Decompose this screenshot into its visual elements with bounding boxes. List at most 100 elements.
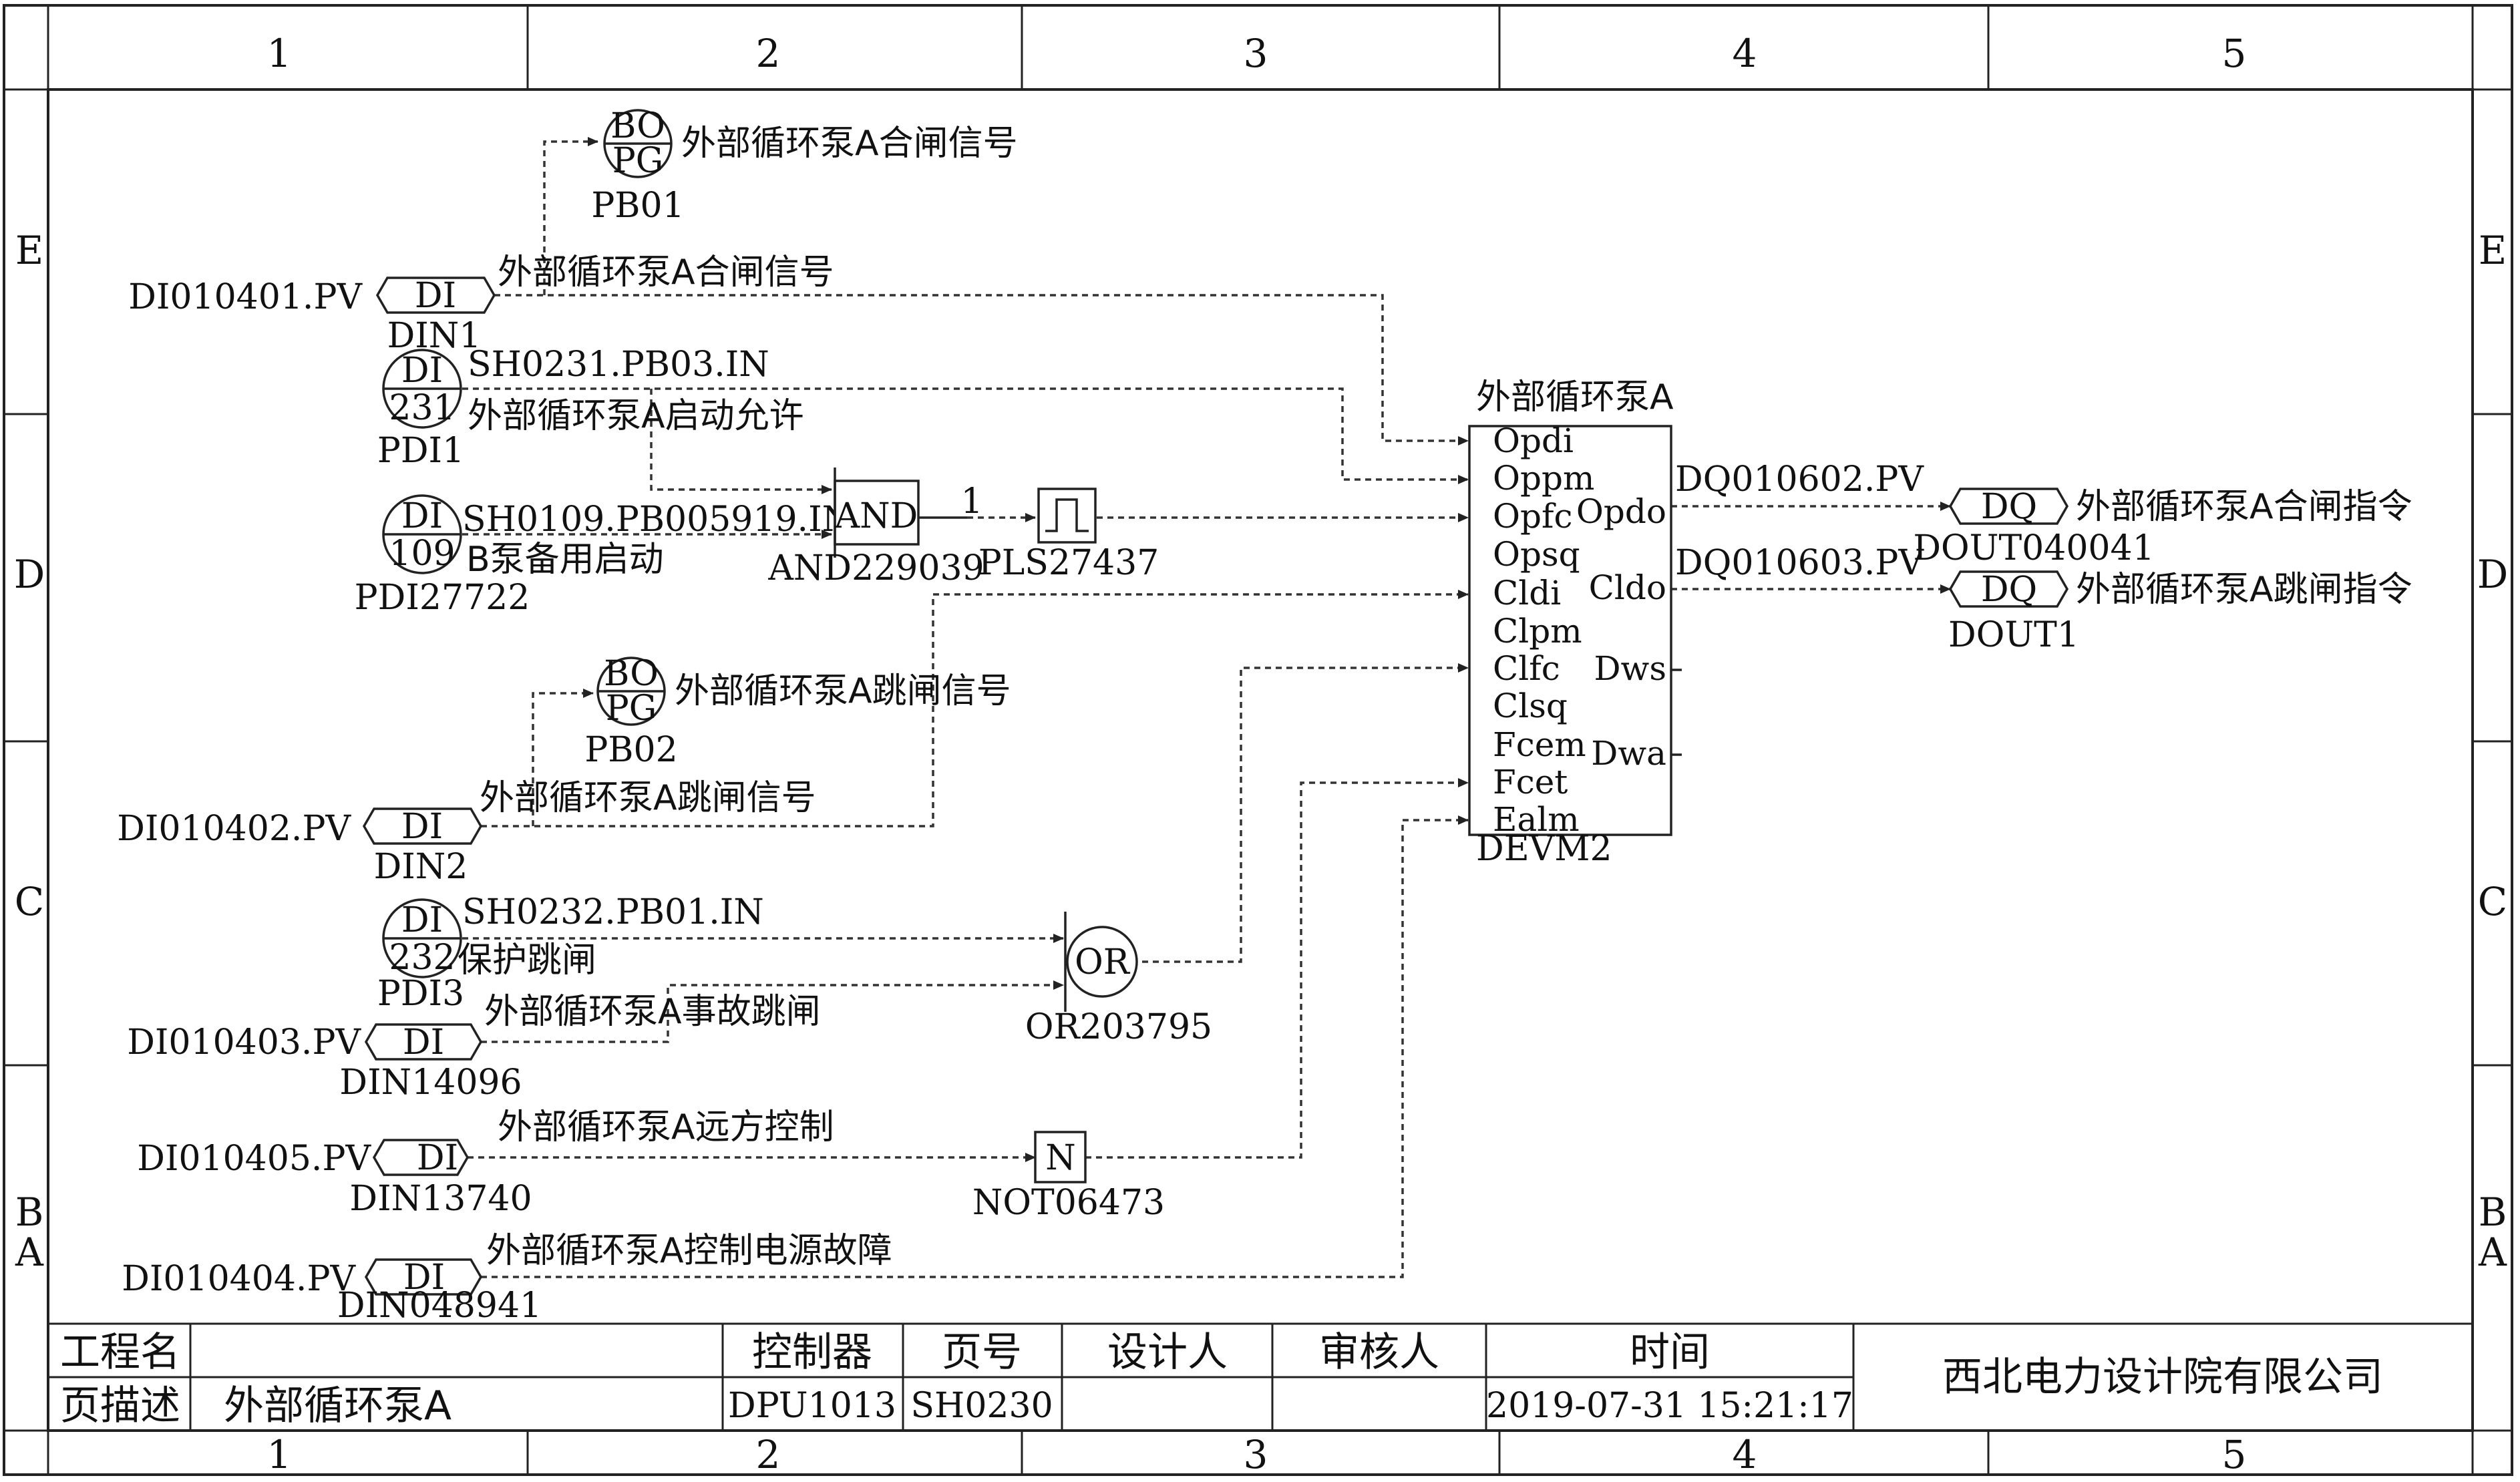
pdi27722-bottom-label: 109	[389, 534, 455, 574]
digital-input-din2: DI010402.PV DI DIN2 外部循环泵A跳闸信号	[117, 778, 816, 887]
title-controller-label: 控制器	[752, 1329, 872, 1376]
grid-col-2-bottom: 2	[756, 1432, 781, 1477]
and-gate: AND AND229039 1	[767, 468, 984, 588]
pdi3-top-label: DI	[401, 900, 443, 940]
digital-output-dout040041: DQ010602.PV DQ 外部循环泵A合闸指令 DOUT040041	[1675, 459, 2412, 568]
title-page-label: 页号	[942, 1329, 1022, 1376]
pdi1-name: PDI1	[377, 431, 464, 471]
devm-pin-opfc: Opfc	[1493, 497, 1573, 536]
grid-row-a-right: A	[2478, 1230, 2507, 1275]
not-gate-label: N	[1045, 1138, 1076, 1178]
pdi3-description: 保护跳闸	[458, 940, 596, 980]
not-gate: N NOT06473	[972, 1131, 1165, 1223]
grid-column-labels-top: 1 2 3 4 5	[267, 31, 2247, 76]
devm-pin-ealm: Ealm	[1493, 800, 1580, 839]
din1-type: DI	[415, 276, 456, 316]
devm-pin-clfc: Clfc	[1493, 649, 1560, 688]
title-time-value: 2019-07-31 15:21:17	[1486, 1386, 1853, 1426]
din2-description: 外部循环泵A跳闸信号	[480, 778, 816, 818]
pulse-block: PLS27437	[978, 488, 1159, 583]
pdi3-name: PDI3	[377, 974, 464, 1014]
dout040041-name: DOUT040041	[1913, 528, 2154, 568]
pdi27722-top-label: DI	[401, 496, 443, 536]
devm-pin-cldo: Cldo	[1589, 568, 1666, 607]
din2-tag: DI010402.PV	[117, 809, 351, 849]
title-reviewer-label: 审核人	[1319, 1329, 1439, 1376]
page-input-pdi27722: DI 109 SH0109.PB005919.IN B泵备用启动 PDI2772…	[355, 494, 852, 618]
pdi27722-name: PDI27722	[355, 578, 530, 618]
dout1-description: 外部循环泵A跳闸指令	[2076, 570, 2412, 610]
grid-row-labels-left: E D C B A	[14, 228, 45, 1275]
pdi3-reference: SH0232.PB01.IN	[462, 892, 764, 932]
din14096-tag: DI010403.PV	[127, 1023, 361, 1063]
pdi27722-description: B泵备用启动	[466, 540, 664, 580]
pdi1-description: 外部循环泵A启动允许	[468, 396, 804, 436]
devm-pin-fcet: Fcet	[1493, 763, 1568, 801]
grid-col-5: 5	[2222, 31, 2247, 76]
drawing-frame	[3, 4, 2513, 1476]
devm-pin-clsq: Clsq	[1493, 687, 1568, 725]
din2-type: DI	[401, 807, 443, 847]
grid-col-3: 3	[1244, 31, 1268, 76]
digital-input-din048941: DI010404.PV DI DIN048941 外部循环泵A控制电源故障	[122, 1231, 892, 1326]
din14096-name: DIN14096	[339, 1063, 522, 1103]
grid-row-d: D	[14, 552, 45, 597]
title-controller-value: DPU1013	[728, 1386, 896, 1426]
pushbutton-pb02: BO PG 外部循环泵A跳闸信号 PB02	[584, 654, 1011, 770]
page-input-pdi1: DI 231 SH0231.PB03.IN 外部循环泵A启动允许 PDI1	[377, 345, 804, 471]
dout1-type: DQ	[1981, 570, 2037, 610]
grid-row-e: E	[15, 228, 43, 273]
grid-col-2: 2	[756, 31, 781, 76]
devm-input-pins: Opdi Oppm Opfc Opsq Cldi Clpm Clfc Clsq …	[1493, 421, 1594, 839]
pb01-name: PB01	[591, 186, 684, 226]
pdi1-bottom-label: 231	[389, 388, 455, 428]
not-gate-name: NOT06473	[972, 1183, 1165, 1223]
din13740-description: 外部循环泵A远方控制	[498, 1107, 834, 1147]
din2-name: DIN2	[374, 847, 468, 887]
din048941-name: DIN048941	[337, 1286, 542, 1326]
devm-pin-opdi: Opdi	[1493, 421, 1574, 460]
grid-row-b: B	[15, 1189, 44, 1235]
dout040041-description: 外部循环泵A合闸指令	[2076, 487, 2412, 527]
pb02-description: 外部循环泵A跳闸信号	[675, 671, 1011, 711]
digital-input-din1: DI010401.PV DI DIN1 外部循环泵A合闸信号	[128, 252, 834, 356]
pdi1-reference: SH0231.PB03.IN	[468, 345, 769, 385]
pb01-bottom-label: PG	[612, 141, 664, 181]
grid-column-labels-bottom: 1 2 3 4 5	[267, 1432, 2247, 1477]
din048941-description: 外部循环泵A控制电源故障	[486, 1231, 892, 1271]
grid-row-d-right: D	[2477, 552, 2509, 597]
title-designer-label: 设计人	[1107, 1329, 1228, 1376]
devm-block: 外部循环泵A DEVM2 Opdi Oppm Opfc Opsq Cldi Cl…	[1468, 377, 1674, 869]
digital-output-dout1: DQ010603.PV DQ 外部循环泵A跳闸指令 DOUT1	[1675, 543, 2412, 655]
dout040041-tag: DQ010602.PV	[1675, 459, 1924, 500]
pushbutton-pb01: BO PG 外部循环泵A合闸信号 PB01	[591, 106, 1017, 226]
din14096-description: 外部循环泵A事故跳闸	[484, 992, 821, 1032]
devm-pin-fcem: Fcem	[1493, 725, 1586, 764]
pb01-description: 外部循环泵A合闸信号	[681, 124, 1018, 164]
din13740-name: DIN13740	[349, 1179, 532, 1219]
signal-wires	[462, 137, 1951, 1278]
pb02-name: PB02	[584, 730, 677, 770]
devm-pin-opsq: Opsq	[1493, 535, 1580, 574]
grid-col-4-bottom: 4	[1733, 1432, 1757, 1477]
pdi3-bottom-label: 232	[389, 938, 455, 978]
devm-pin-dws: Dws	[1594, 649, 1666, 688]
grid-row-e-right: E	[2479, 228, 2507, 273]
devm-pin-cldi: Cldi	[1493, 574, 1561, 612]
pb02-bottom-label: PG	[606, 689, 657, 729]
grid-row-a: A	[15, 1230, 44, 1275]
din14096-type: DI	[403, 1023, 444, 1063]
grid-row-c-right: C	[2478, 879, 2507, 924]
pdi1-top-label: DI	[401, 351, 443, 391]
grid-col-1-bottom: 1	[267, 1432, 292, 1477]
grid-col-4: 4	[1733, 31, 1757, 76]
title-block: 工程名 控制器 页号 设计人 审核人 时间 页描述 外部循环泵A DPU1013…	[47, 1322, 2474, 1432]
pulse-block-name: PLS27437	[978, 543, 1159, 583]
title-page-value: SH0230	[910, 1386, 1053, 1426]
or-gate: OR OR203795	[1025, 912, 1212, 1047]
devm-pin-opdo: Opdo	[1576, 492, 1666, 531]
devm-output-pins: Opdo Cldo Dws Dwa	[1576, 492, 1666, 773]
devm-title: 外部循环泵A	[1476, 377, 1674, 417]
page-input-pdi3: DI 232 SH0232.PB01.IN 保护跳闸 PDI3	[377, 892, 764, 1014]
